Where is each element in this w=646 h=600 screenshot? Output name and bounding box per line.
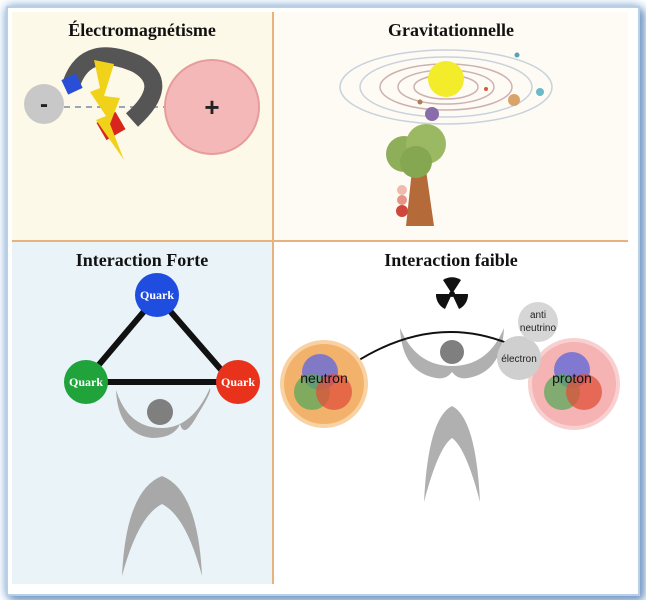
quark-label: Quark bbox=[69, 375, 103, 389]
figure-arms bbox=[116, 388, 211, 438]
strong-interaction-illustration: Quark Quark Quark bbox=[64, 273, 260, 576]
magnet-pole-blue bbox=[61, 73, 83, 95]
proton-particle: proton bbox=[528, 338, 620, 430]
quark-circle bbox=[64, 360, 108, 404]
neutron-particle: neutron bbox=[280, 340, 368, 428]
planet bbox=[536, 88, 544, 96]
quark-label: Quark bbox=[221, 375, 255, 389]
panel-title-gravitational: Gravitationnelle bbox=[388, 20, 514, 40]
tree-icon bbox=[386, 124, 446, 226]
orbit bbox=[359, 56, 533, 118]
radiation-icon bbox=[435, 277, 469, 309]
apple-trail bbox=[397, 195, 407, 205]
gravitational-illustration bbox=[339, 49, 553, 226]
falling-apple-icon bbox=[396, 185, 408, 217]
positive-charge: + bbox=[164, 59, 260, 155]
electron-label: électron bbox=[501, 354, 537, 365]
tree-trunk bbox=[406, 170, 434, 226]
figure-arms bbox=[400, 328, 504, 379]
lightning-icon bbox=[90, 60, 124, 160]
magnet-icon bbox=[61, 47, 163, 141]
quark-circle bbox=[216, 360, 260, 404]
figure-head bbox=[147, 399, 173, 425]
antineutrino-label-line1: anti bbox=[530, 310, 546, 321]
antineutrino-circle bbox=[518, 302, 558, 342]
quark-blob bbox=[316, 374, 352, 410]
quark-red: Quark bbox=[216, 360, 260, 404]
panel-weak-interaction: Interaction faible neutron proton bbox=[274, 242, 628, 584]
neutron-label: neutron bbox=[300, 370, 347, 386]
radiation-blade bbox=[435, 294, 452, 309]
antineutrino-particle: anti neutrino bbox=[518, 302, 558, 342]
sun-icon bbox=[428, 61, 464, 97]
figure-legs bbox=[122, 476, 202, 576]
electron-circle bbox=[497, 336, 541, 380]
apple-trail bbox=[397, 185, 407, 195]
radiation-blade bbox=[443, 277, 461, 294]
negative-sign: - bbox=[40, 91, 48, 118]
tree-foliage bbox=[400, 146, 432, 178]
planet bbox=[484, 87, 488, 91]
quark-blob bbox=[566, 374, 602, 410]
panel-title-weak: Interaction faible bbox=[384, 250, 518, 270]
quark-blue: Quark bbox=[135, 273, 179, 317]
divider-vertical bbox=[272, 12, 274, 584]
planet bbox=[514, 52, 520, 58]
apple bbox=[396, 205, 408, 217]
panel-gravitational: Gravitationnelle bbox=[274, 12, 628, 240]
divider-horizontal bbox=[12, 240, 628, 242]
figure-legs bbox=[424, 406, 480, 502]
planet bbox=[417, 99, 423, 105]
panel-electromagnetism: Électromagnétisme - + bbox=[12, 12, 272, 240]
electron-particle: électron bbox=[497, 336, 541, 380]
positive-charge-circle bbox=[164, 59, 260, 155]
negative-charge: - bbox=[24, 84, 64, 124]
proton-label: proton bbox=[552, 370, 592, 386]
negative-charge-circle bbox=[24, 84, 64, 124]
panel-strong-interaction: Interaction Forte Quark Quark Quark bbox=[12, 242, 272, 584]
radiation-blade bbox=[452, 294, 469, 309]
planet bbox=[508, 94, 520, 106]
positive-sign: + bbox=[204, 92, 219, 122]
magnet-arc bbox=[63, 47, 163, 127]
orbit bbox=[339, 49, 553, 125]
quark-circle bbox=[135, 273, 179, 317]
antineutrino-label-line2: neutrino bbox=[520, 323, 557, 334]
figure-head bbox=[440, 340, 464, 364]
quark-label: Quark bbox=[140, 288, 174, 302]
quark-green: Quark bbox=[64, 360, 108, 404]
panel-title-strong: Interaction Forte bbox=[75, 250, 209, 270]
weak-interaction-illustration: neutron proton électron anti neutrino bbox=[280, 277, 620, 502]
figure-icon bbox=[116, 388, 211, 576]
planet bbox=[425, 107, 439, 121]
panel-title-electromagnetism: Électromagnétisme bbox=[68, 20, 216, 40]
electromagnetism-illustration: - + bbox=[24, 47, 260, 160]
figure-icon bbox=[400, 328, 504, 502]
